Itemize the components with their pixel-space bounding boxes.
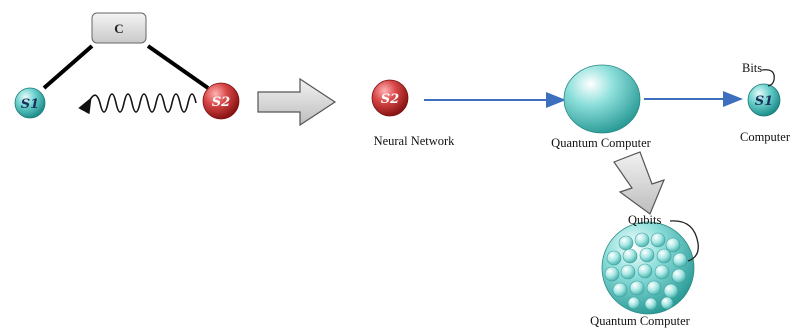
node-s1-left-label: S1 [21, 97, 39, 112]
quantum-computer-sphere [563, 64, 641, 134]
bits-connector [761, 69, 775, 87]
qubits-label: Qubits [628, 213, 661, 227]
wavy-signal-arrow [78, 93, 197, 115]
bottom-quantum-computer-label: Quantum Computer [590, 314, 690, 328]
qubits-connector [669, 220, 699, 262]
node-s1-left: S1 [14, 87, 46, 119]
computer-label: Computer [740, 130, 791, 144]
node-s2-left-label: S2 [212, 95, 230, 110]
node-s2-neural: S2 [371, 79, 409, 117]
node-s2-neural-label: S2 [381, 92, 399, 107]
link-c-s2 [146, 44, 210, 90]
node-s1-computer-label: S1 [755, 94, 773, 109]
node-s2-left: S2 [202, 82, 240, 120]
qubit-sphere [601, 221, 695, 315]
link-c-s1 [42, 44, 94, 90]
qubits [604, 232, 688, 311]
c-box: C [91, 12, 147, 44]
quantum-computer-label: Quantum Computer [551, 136, 651, 150]
bits-label: Bits [742, 61, 762, 75]
c-box-label: C [114, 21, 123, 36]
neural-network-label: Neural Network [374, 134, 456, 148]
node-s1-computer: S1 [747, 83, 781, 117]
down-transition-arrow [613, 151, 666, 215]
transition-arrow [257, 77, 337, 127]
